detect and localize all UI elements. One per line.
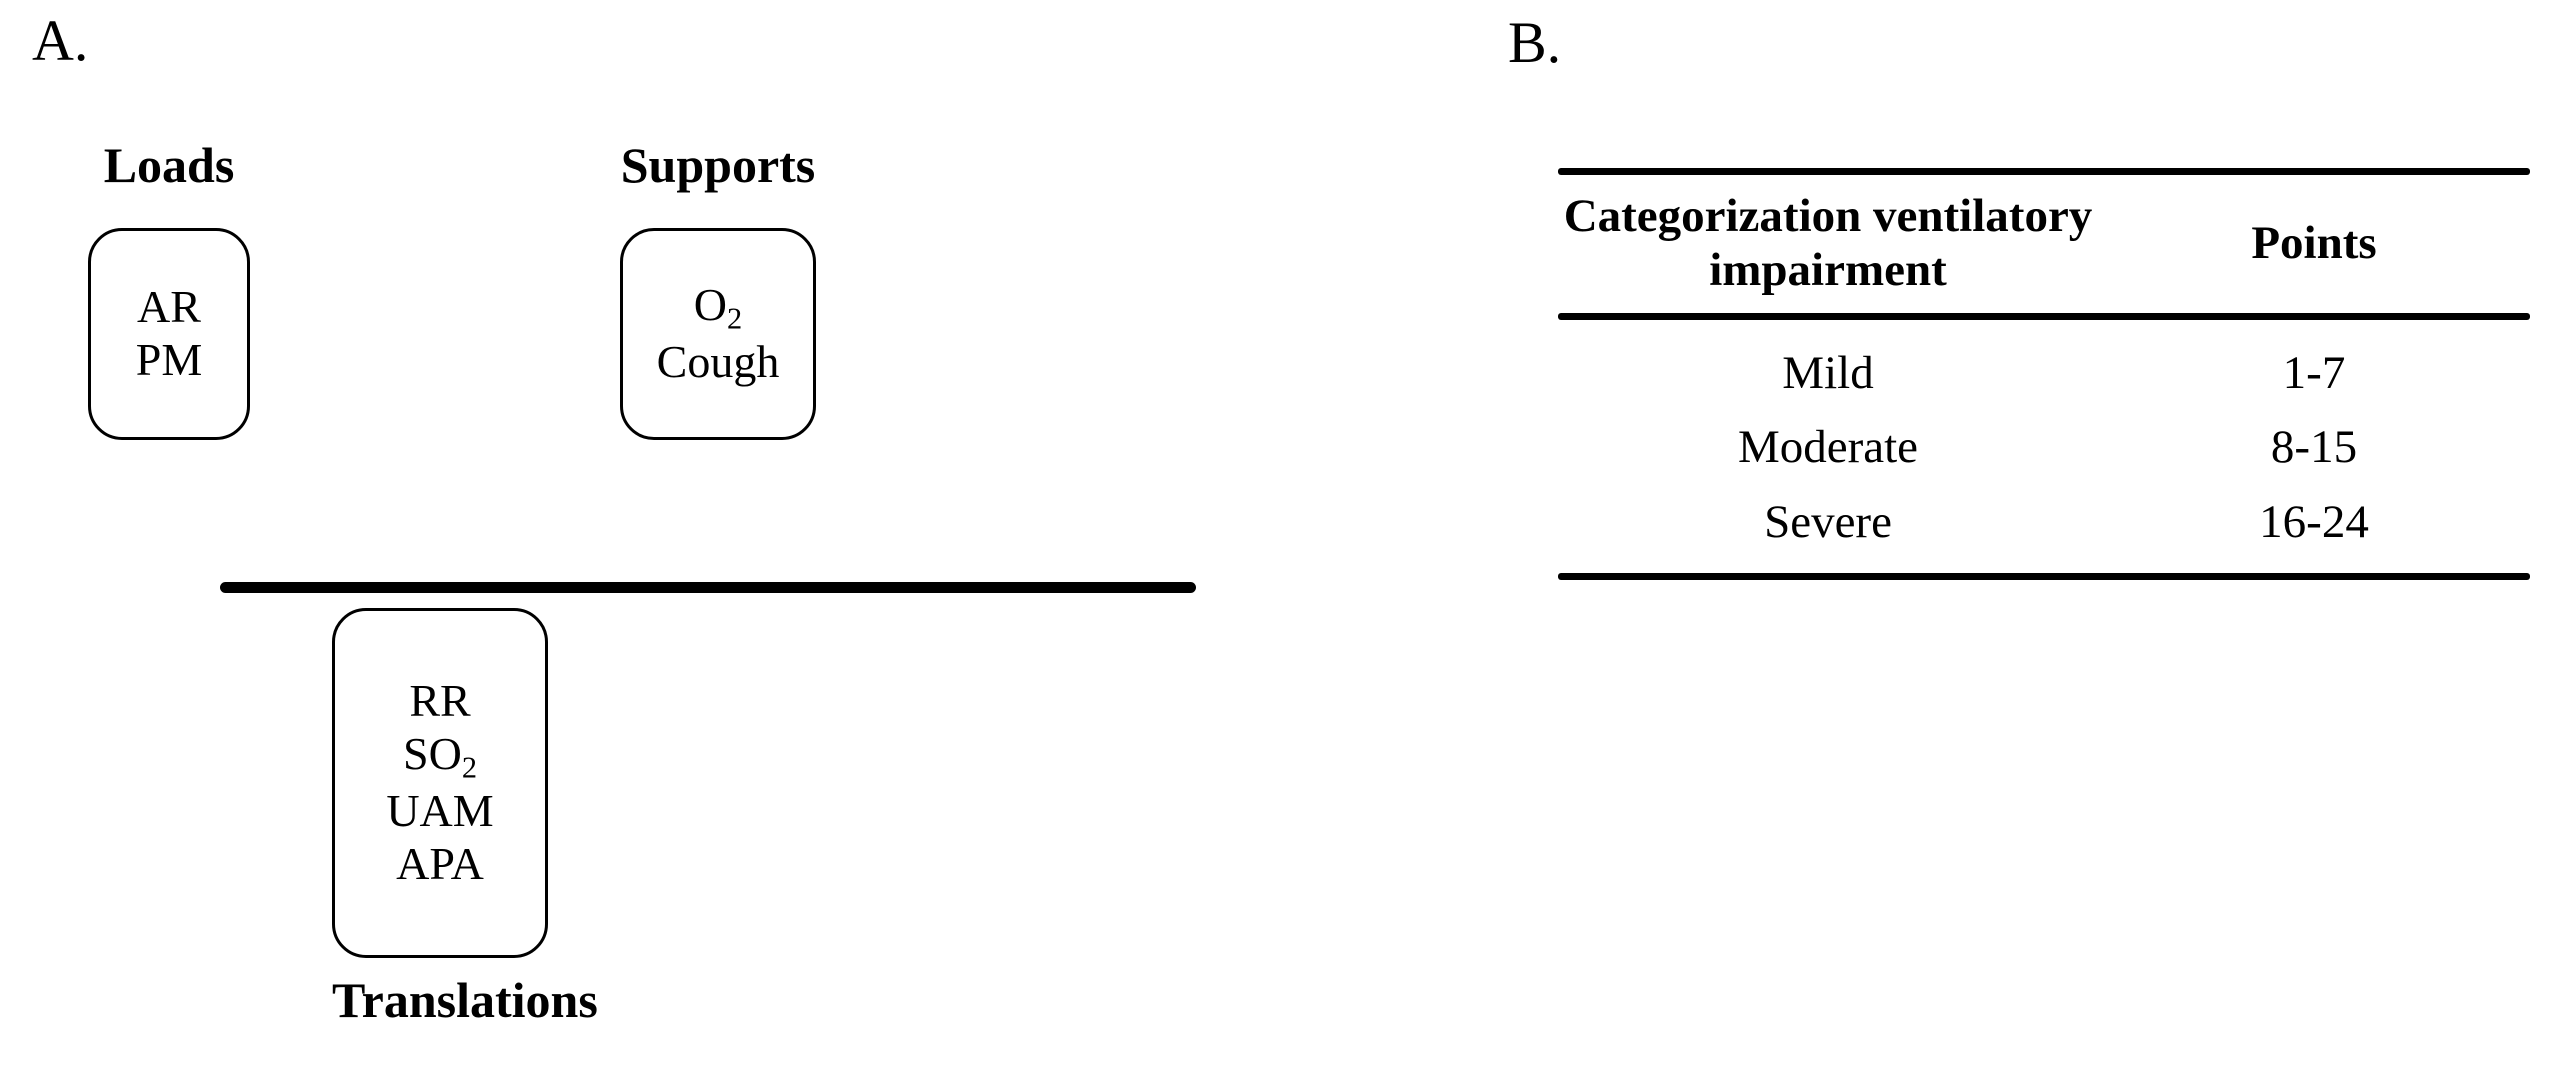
translations-item-apa-text: APA <box>396 838 484 890</box>
supports-item-o2-text: O <box>693 278 728 330</box>
table-header-categorization: Categorization ventilatory impairment <box>1563 190 2093 297</box>
translations-item-rr: RR <box>409 675 470 728</box>
loads-caption: Loads <box>103 137 235 193</box>
table-rule-top <box>1558 168 2530 175</box>
translations-item-rr-text: RR <box>409 674 471 726</box>
table-rule-middle <box>1558 313 2530 321</box>
supports-box: O2 Cough <box>620 228 816 440</box>
translations-item-so2-text: SO <box>403 727 462 779</box>
table-cell-category: Severe <box>1764 495 1892 548</box>
loads-box: AR PM <box>88 228 250 440</box>
translations-item-so2-subscript: 2 <box>461 750 477 785</box>
supports-caption: Supports <box>620 137 816 193</box>
panel-a: A. Loads AR PM Supports O2 Cough <box>32 8 1196 1028</box>
supports-item-cough: Cough <box>657 336 780 389</box>
balance-beam <box>220 582 1196 593</box>
loads-item-ar-text: AR <box>137 281 201 333</box>
translations-box: RR SO2 UAM APA <box>332 608 548 958</box>
translations-item-apa: APA <box>396 838 484 891</box>
panel-a-letter: A. <box>32 8 89 73</box>
supports-item-o2-subscript: 2 <box>727 301 743 336</box>
loads-item-ar: AR <box>137 281 201 334</box>
loads-item-pm-text: PM <box>135 334 203 385</box>
table-cell-category: Moderate <box>1737 421 1919 474</box>
table-row: Severe 16-24 <box>1558 485 2530 559</box>
table-rule-bottom <box>1558 573 2530 581</box>
translations-item-uam-text: UAM <box>386 785 494 837</box>
table-cell-points: 8-15 <box>2270 421 2358 474</box>
loads-item-pm: PM <box>136 334 202 387</box>
table-header-row: Categorization ventilatory impairment Po… <box>1558 175 2530 313</box>
translations-item-so2: SO2 <box>403 728 477 785</box>
table-row: Mild 1-7 <box>1558 336 2530 410</box>
table-cell-points: 1-7 <box>2282 347 2346 400</box>
panel-b: Categorization ventilatory impairment Po… <box>1558 168 2530 581</box>
table-body: Mild 1-7 Moderate 8-15 Severe 16-24 <box>1558 320 2530 573</box>
table-row: Moderate 8-15 <box>1558 410 2530 484</box>
translations-item-uam: UAM <box>386 785 493 838</box>
table-cell-points: 16-24 <box>2259 495 2369 548</box>
table-header-points: Points <box>2251 217 2377 270</box>
panel-b-letter: B. <box>1508 10 1562 75</box>
translations-caption: Translations <box>332 972 598 1028</box>
supports-item-cough-text: Cough <box>656 336 780 388</box>
supports-item-o2: O2 <box>694 279 742 336</box>
table-cell-category: Mild <box>1782 347 1874 400</box>
